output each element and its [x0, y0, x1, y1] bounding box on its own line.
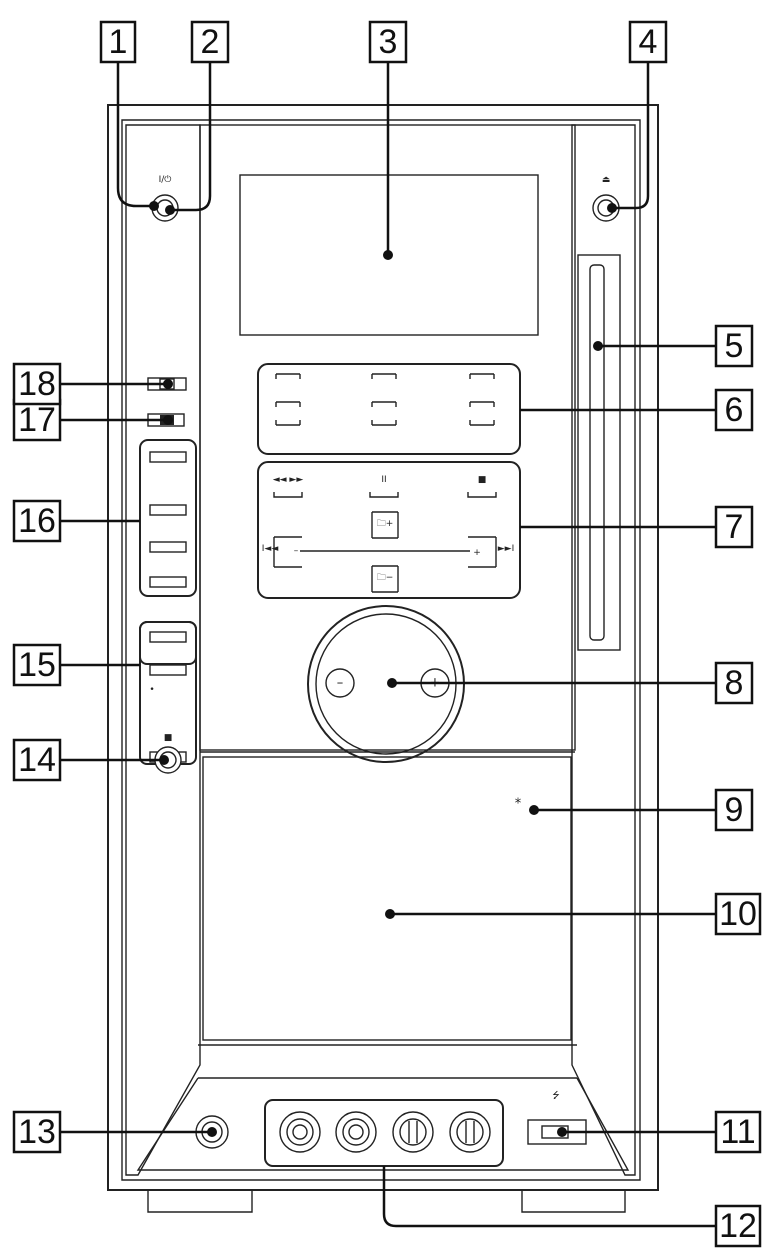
callout-2: 2: [190, 20, 230, 64]
callout-12: 12: [714, 1204, 762, 1248]
eject-symbol: ⏏: [602, 175, 611, 185]
callout-9: 9: [714, 788, 754, 832]
callout-15: 15: [12, 643, 62, 687]
usb-icon: ⭍: [552, 1090, 560, 1101]
jack-group-12: [264, 1099, 504, 1167]
disc-slot: [577, 254, 621, 651]
callout-6: 6: [714, 388, 754, 432]
svg-text:■: ■: [164, 733, 173, 743]
usb-port-11[interactable]: ⭍: [527, 1090, 587, 1145]
leader-dots: [149, 201, 617, 1137]
callout-8: 8: [714, 661, 754, 705]
next-button[interactable]: + ►►I: [468, 536, 515, 568]
callout-1: 1: [99, 20, 137, 64]
callout-10: 10: [714, 892, 762, 936]
svg-text:15: 15: [18, 646, 56, 684]
folder-plus-button[interactable]: 🗀+: [371, 511, 399, 539]
folder-minus-button[interactable]: 🗀−: [371, 565, 399, 593]
dot-mark: •: [149, 685, 154, 695]
svg-text:5: 5: [725, 327, 744, 365]
stop-button[interactable]: ■: [467, 475, 497, 498]
svg-text:14: 14: [18, 741, 56, 779]
leader-lines: [60, 60, 716, 1228]
svg-text:4: 4: [639, 23, 658, 61]
svg-text:18: 18: [18, 365, 56, 403]
button-group-16: [139, 439, 197, 597]
callout-4: 4: [628, 20, 668, 64]
svg-text:II: II: [381, 475, 386, 485]
callout-3: 3: [368, 20, 408, 64]
volume-minus-label: –: [337, 676, 344, 691]
callout-7: 7: [714, 505, 754, 549]
svg-text:12: 12: [719, 1207, 757, 1245]
callout-5: 5: [714, 324, 754, 368]
svg-text:8: 8: [725, 664, 744, 702]
callout-17: 17: [12, 398, 62, 442]
svg-text:10: 10: [719, 895, 757, 933]
rewind-forward-button[interactable]: ◄◄ ►►: [273, 475, 304, 498]
svg-text:3: 3: [379, 23, 398, 61]
svg-text:7: 7: [725, 508, 744, 546]
eject-button[interactable]: ⏏: [592, 175, 620, 222]
pause-button[interactable]: II: [369, 475, 399, 498]
preset-buttons-block: [257, 363, 521, 455]
svg-text:1: 1: [109, 23, 128, 61]
svg-text:16: 16: [18, 502, 56, 540]
stop-knob-14[interactable]: ■: [154, 733, 182, 774]
svg-text:13: 13: [18, 1113, 56, 1151]
svg-text:2: 2: [201, 23, 220, 61]
callout-13: 13: [12, 1110, 62, 1154]
remote-sensor-mark: *: [515, 797, 522, 812]
callout-16: 16: [12, 499, 62, 543]
callout-14: 14: [12, 738, 62, 782]
transport-buttons-block: ◄◄ ►► II ■ 🗀+ I◄◄ – + ►►I 🗀−: [257, 461, 521, 599]
svg-text:6: 6: [725, 391, 744, 429]
svg-text:11: 11: [720, 1113, 755, 1151]
svg-text:17: 17: [18, 401, 56, 439]
svg-text:◄◄ ►►: ◄◄ ►►: [273, 475, 304, 485]
svg-text:🗀−: 🗀−: [377, 573, 394, 583]
power-symbol: I/⏻: [159, 174, 172, 185]
svg-text:►►I: ►►I: [498, 544, 515, 554]
svg-text:9: 9: [725, 791, 744, 829]
svg-text:–: –: [294, 546, 299, 556]
device-body: [107, 104, 659, 1213]
svg-text:🗀+: 🗀+: [377, 519, 394, 529]
callout-11: 11: [714, 1110, 762, 1154]
prev-button[interactable]: I◄◄ –: [262, 536, 302, 568]
svg-text:I◄◄: I◄◄: [262, 544, 279, 554]
svg-text:■: ■: [478, 475, 487, 485]
power-button[interactable]: I/⏻: [151, 174, 179, 222]
svg-text:+: +: [473, 548, 481, 558]
callout-18: 18: [12, 362, 62, 406]
